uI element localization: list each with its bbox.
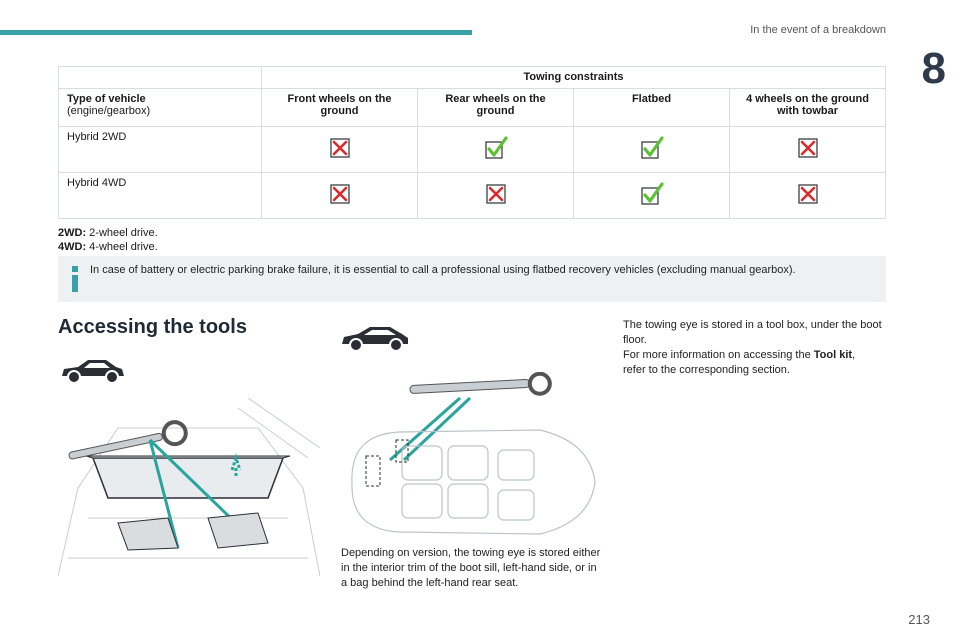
cross-icon xyxy=(485,184,506,204)
toolbox-location-text: The towing eye is stored in a tool box, … xyxy=(623,319,882,346)
check-icon xyxy=(640,182,664,205)
section-title: In the event of a breakdown xyxy=(750,24,886,36)
legend-4wd-text: 4-wheel drive. xyxy=(86,241,158,253)
tool-kit-ref-post: , xyxy=(852,349,856,361)
info-note: In case of battery or electric parking b… xyxy=(58,256,886,302)
mark-cell xyxy=(573,172,730,219)
table-row: Hybrid 2WD xyxy=(58,126,886,173)
legend-4wd-key: 4WD: xyxy=(58,241,87,253)
info-icon xyxy=(72,266,78,292)
col-rear-wheels: Rear wheels on the ground xyxy=(417,88,574,127)
legend-2wd-key: 2WD: xyxy=(58,227,87,239)
drive-legend: 2WD: 2-wheel drive. 4WD: 4-wheel drive. xyxy=(58,226,158,254)
mark-cell xyxy=(573,126,730,173)
table-empty-corner xyxy=(58,66,262,89)
check-icon xyxy=(640,136,664,159)
mark-cell xyxy=(261,172,418,219)
vehicle-type-header: Type of vehicle (engine/gearbox) xyxy=(58,88,262,127)
cross-icon xyxy=(797,138,818,158)
mark-cell xyxy=(417,172,574,219)
mark-cell xyxy=(417,126,574,173)
chapter-number: 8 xyxy=(921,44,946,93)
page-number: 213 xyxy=(908,612,930,627)
header-accent-bar xyxy=(0,30,472,35)
note-text: In case of battery or electric parking b… xyxy=(90,264,796,276)
suv-silhouette-icon xyxy=(62,360,124,384)
col-flatbed: Flatbed xyxy=(573,88,730,127)
col-four-wheels-towbar: 4 wheels on the ground with towbar xyxy=(729,88,886,127)
tool-kit-link[interactable]: Tool kit xyxy=(813,349,853,361)
engine-gearbox-label: (engine/gearbox) xyxy=(67,105,151,117)
towing-constraints-header: Towing constraints xyxy=(261,66,886,89)
cross-icon xyxy=(329,138,350,158)
check-icon xyxy=(484,136,508,159)
row-label: Hybrid 2WD xyxy=(58,126,262,173)
refer-section-text: refer to the corresponding section. xyxy=(623,364,790,376)
legend-2wd-text: 2-wheel drive. xyxy=(86,227,158,239)
boot-toolbox-illustration xyxy=(58,398,320,576)
accessing-tools-heading: Accessing the tools xyxy=(58,316,247,338)
table-row: Hybrid 4WD xyxy=(58,172,886,219)
mark-cell xyxy=(261,126,418,173)
vehicle-type-label: Type of vehicle xyxy=(67,93,146,105)
towing-constraints-table: Towing constraints Type of vehicle (engi… xyxy=(58,66,886,219)
mark-cell xyxy=(729,126,886,173)
mark-cell xyxy=(729,172,886,219)
row-label: Hybrid 4WD xyxy=(58,172,262,219)
toolbox-info-text: The towing eye is stored in a tool box, … xyxy=(623,318,888,378)
tool-kit-ref-pre: For more information on accessing the xyxy=(623,349,814,361)
hatchback-silhouette-icon xyxy=(342,327,408,352)
cross-icon xyxy=(329,184,350,204)
cross-icon xyxy=(797,184,818,204)
col-front-wheels: Front wheels on the ground xyxy=(261,88,418,127)
towing-eye-storage-text: Depending on version, the towing eye is … xyxy=(341,547,601,589)
towing-eye-location-illustration xyxy=(351,372,596,535)
